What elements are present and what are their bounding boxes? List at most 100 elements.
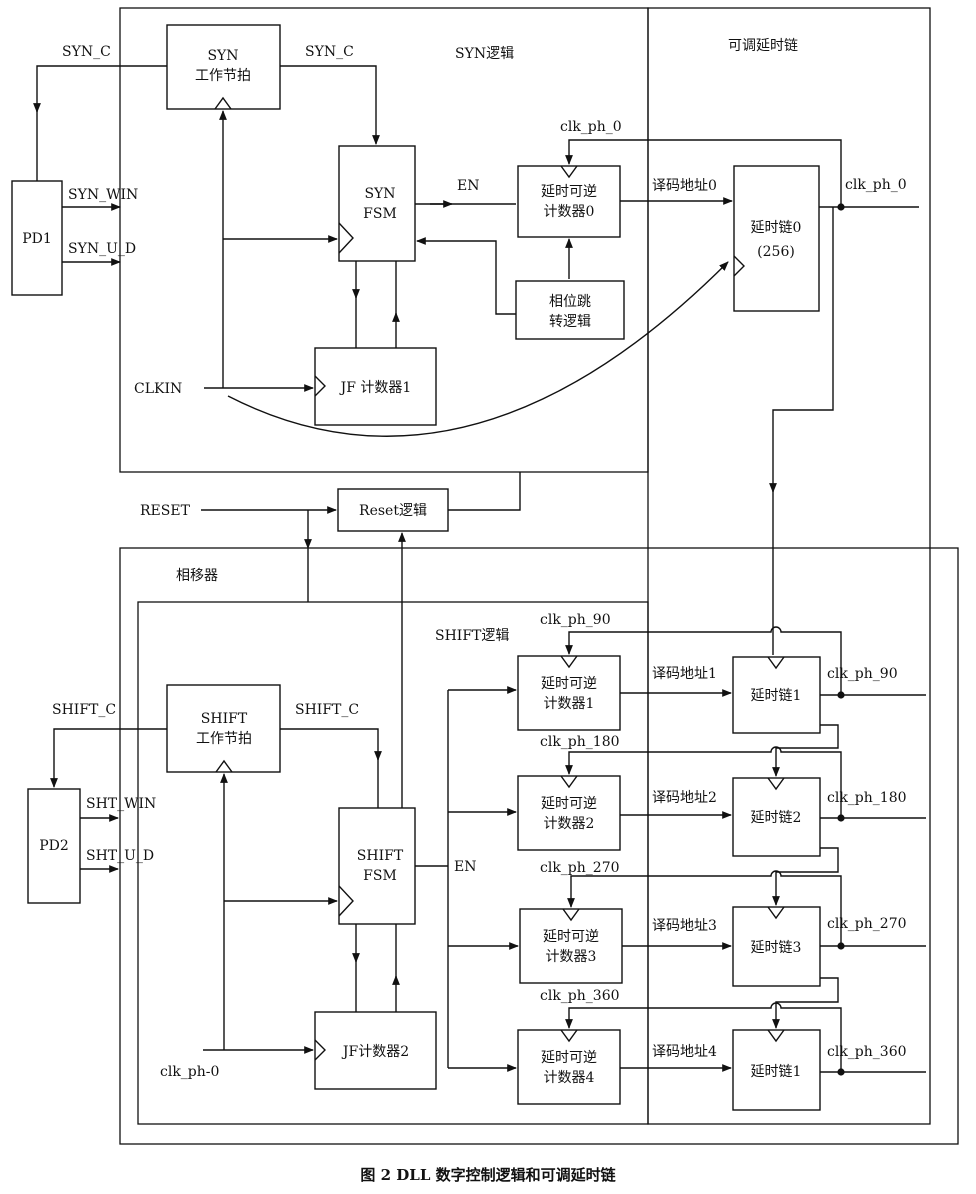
counter0-clock-notch — [560, 165, 578, 179]
clk-ph-90-feedback — [565, 626, 842, 695]
shift-c-right-label: SHIFT_C — [295, 702, 359, 718]
syn-u-d-label: SYN_U_D — [68, 241, 136, 257]
figure-caption: 图 2 DLL 数字控制逻辑和可调延时链 — [360, 1166, 616, 1184]
clk-ph-minus0-label: clk_ph-0 — [160, 1064, 219, 1080]
syn-logic-title: SYN逻辑 — [455, 46, 514, 62]
counter3-block — [519, 908, 623, 984]
pd1-label: PD1 — [22, 231, 52, 247]
chain3-block — [732, 906, 821, 987]
counter4-block — [517, 1029, 621, 1105]
shift-fsm-label-1: SHIFT — [357, 848, 404, 864]
clk-ph-360-in-label: clk_ph_360 — [540, 988, 620, 1004]
section-frames — [119, 7, 959, 1145]
chain1-clock-notch — [767, 656, 785, 670]
pd2-block — [27, 788, 81, 904]
blocks: PD1 SYN 工作节拍 SYN FSM JF 计数器1 延时可逆 计数器0 相… — [11, 24, 821, 1111]
jf-counter1-block — [314, 347, 437, 426]
shift-c-right-wire — [280, 728, 382, 761]
clk-ph-0-junction — [837, 203, 845, 211]
counter2-block — [517, 775, 621, 851]
counter3-clock-notch — [562, 908, 580, 922]
syn-beat-block — [166, 24, 281, 110]
phase-shifter-frame — [119, 547, 959, 1145]
chain0-label-2: (256) — [757, 244, 795, 260]
syn-beat-label-2: 工作节拍 — [195, 68, 251, 84]
clk-ph-180-feedback — [565, 746, 842, 818]
chain4-block — [732, 1029, 821, 1111]
decode-addr0-label: 译码地址0 — [652, 178, 717, 194]
chain1-block — [732, 656, 821, 734]
delay-chain-title: 可调延时链 — [728, 38, 798, 54]
syn-c-right-wire — [280, 65, 380, 145]
clk-ph-0-feedback — [565, 139, 842, 207]
jf-counter2-block — [314, 1011, 437, 1090]
phase-jump-label-2: 转逻辑 — [549, 314, 591, 330]
clk-ph-90-in-label: clk_ph_90 — [540, 612, 611, 628]
jf-counter1-clock-notch — [314, 375, 326, 397]
chain2-to-chain3 — [772, 847, 839, 906]
sht-u-d-label: SHT_U_D — [86, 848, 154, 864]
reset-wires — [201, 472, 521, 808]
chain3-label: 延时链3 — [751, 940, 802, 956]
syn-c-left-wire — [33, 65, 167, 113]
shift-c-left-wire — [50, 728, 167, 788]
en-top-label: EN — [457, 178, 479, 194]
clk-ph-90-out-label: clk_ph_90 — [827, 666, 898, 682]
clk-ph-0-out-label: clk_ph_0 — [845, 177, 907, 193]
chain3-clock-notch — [767, 906, 785, 920]
shift-beat-block — [166, 684, 281, 773]
shift-beat-label-1: SHIFT — [201, 711, 248, 727]
shift-fsm-clock-notch — [338, 885, 354, 917]
pd1-block — [11, 180, 63, 296]
syn-fsm-block — [338, 145, 416, 262]
chain3-to-chain4 — [772, 977, 839, 1029]
counter2-clock-notch — [560, 775, 578, 789]
syn-c-right-label: SYN_C — [305, 44, 354, 60]
syn-fsm-label-2: FSM — [363, 206, 397, 222]
syn-wires — [33, 65, 919, 655]
clk-ph-270-feedback — [567, 870, 842, 946]
decode-addr3-label: 译码地址3 — [652, 918, 717, 934]
reset-label: RESET — [140, 503, 191, 519]
chain0-block — [733, 165, 820, 312]
syn-c-left-label: SYN_C — [62, 44, 111, 60]
signal-labels: SYN_C SYN_C SYN_WIN SYN_U_D EN clk_ph_0 … — [52, 44, 907, 1080]
decode-addr2-label: 译码地址2 — [652, 790, 717, 806]
chain2-clock-notch — [767, 777, 785, 791]
counter1-label-2: 计数器1 — [544, 696, 595, 712]
counter0-label-2: 计数器0 — [544, 204, 595, 220]
chain1-to-chain2 — [772, 724, 839, 777]
sht-win-label: SHT_WIN — [86, 796, 156, 812]
counter4-label-1: 延时可逆 — [541, 1050, 597, 1066]
chain0-label-1: 延时链0 — [751, 220, 802, 236]
syn-beat-clock-notch — [214, 96, 232, 110]
counter4-label-2: 计数器4 — [544, 1070, 595, 1086]
decode-addr4-label: 译码地址4 — [652, 1044, 717, 1060]
shift-fsm-label-2: FSM — [363, 868, 397, 884]
shift-logic-title: SHIFT逻辑 — [435, 628, 509, 644]
clk-ph-270-in-label: clk_ph_270 — [540, 860, 620, 876]
syn-win-label: SYN_WIN — [68, 187, 138, 203]
chain4-label: 延时链1 — [751, 1064, 802, 1080]
clk-ph-180-in-label: clk_ph_180 — [540, 734, 620, 750]
shift-c-left-label: SHIFT_C — [52, 702, 116, 718]
shift-logic-frame — [137, 601, 649, 1125]
clkin-curve-to-chain0 — [227, 261, 729, 437]
clk-ph-180-out-label: clk_ph_180 — [827, 790, 907, 806]
counter4-clock-notch — [560, 1029, 578, 1043]
clk-ph-270-out-label: clk_ph_270 — [827, 916, 907, 932]
counter0-label-1: 延时可逆 — [541, 184, 597, 200]
shift-fsm-block — [338, 807, 416, 925]
phase-shifter-title: 相移器 — [176, 568, 218, 584]
counter2-label-2: 计数器2 — [544, 816, 595, 832]
chain1-label: 延时链1 — [751, 688, 802, 704]
jf-counter2-clock-notch — [314, 1039, 326, 1061]
counter3-label-2: 计数器3 — [546, 949, 597, 965]
en-bottom-label: EN — [454, 859, 476, 875]
reset-logic-label: Reset逻辑 — [359, 503, 427, 519]
chain0-to-chain1-a — [769, 207, 834, 493]
jf-counter2-label: JF计数器2 — [341, 1044, 409, 1060]
chain2-block — [732, 777, 821, 857]
counter1-label-1: 延时可逆 — [541, 676, 597, 692]
